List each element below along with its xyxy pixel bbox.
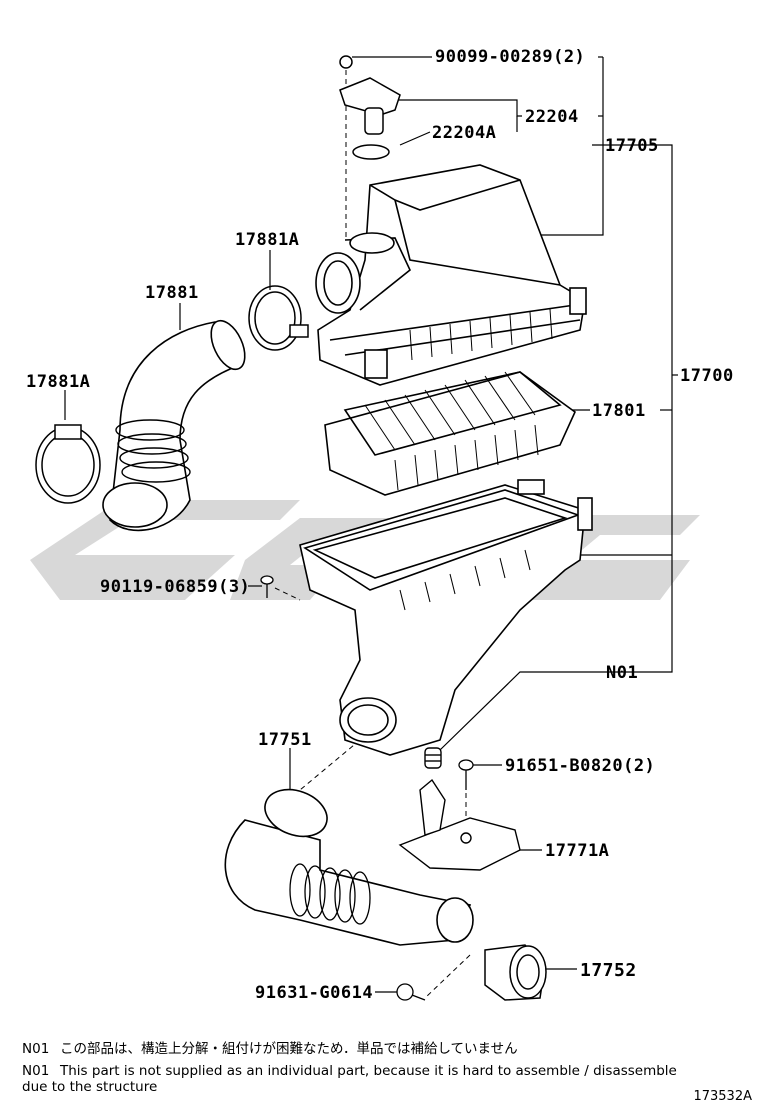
label-22204: 22204: [525, 107, 579, 127]
clamp-17881a-top: [248, 285, 309, 351]
label-n01: N01: [606, 663, 638, 683]
grommet-17752: [484, 944, 547, 1001]
label-22204a: 22204A: [432, 123, 496, 143]
screw-91651: [458, 759, 474, 790]
leader-lines: [64, 56, 678, 993]
note-en: N01 This part is not supplied as an indiv…: [22, 1063, 677, 1079]
label-17751: 17751: [258, 730, 312, 750]
upper-housing-cover: [315, 164, 587, 386]
note-en-text: This part is not supplied as an individu…: [60, 1063, 677, 1079]
grommet: [424, 747, 442, 769]
label-17881a-top: 17881A: [235, 230, 299, 250]
note-jp: N01 この部品は、構造上分解・組付けが困難なため．単品では補給していません: [22, 1041, 518, 1057]
screw-90119: [260, 575, 274, 598]
label-17705: 17705: [605, 136, 659, 156]
label-17752: 17752: [580, 960, 637, 981]
label-17700: 17700: [680, 366, 734, 386]
label-17881: 17881: [145, 283, 199, 303]
airflow-sensor: [339, 55, 401, 160]
label-90119-06859: 90119-06859(3): [100, 577, 250, 597]
screw-91631: [396, 983, 426, 1001]
bracket: [398, 778, 521, 871]
label-91651-b0820: 91651-B0820(2): [505, 756, 655, 776]
label-17801: 17801: [592, 401, 646, 421]
note-jp-text: この部品は、構造上分解・組付けが困難なため．単品では補給していません: [60, 1041, 518, 1057]
filter-element: [324, 371, 576, 496]
note-jp-code: N01: [22, 1041, 50, 1057]
note-en-line2: due to the structure: [22, 1079, 158, 1095]
label-17881a-left: 17881A: [26, 372, 90, 392]
hose-17751: [224, 788, 474, 946]
hose-17881: [102, 319, 246, 532]
lower-case: [299, 479, 593, 756]
clamp-17881a-left: [35, 424, 101, 504]
label-91631-g0614: 91631-G0614: [255, 983, 373, 1003]
note-en-code: N01: [22, 1063, 50, 1079]
label-90099-00289: 90099-00289(2): [435, 47, 585, 67]
label-17771a: 17771A: [545, 841, 609, 861]
reference-number: 173532A: [693, 1089, 752, 1104]
